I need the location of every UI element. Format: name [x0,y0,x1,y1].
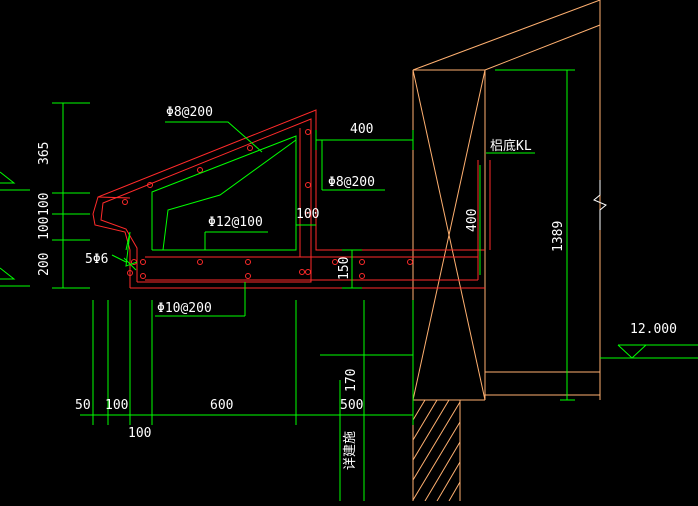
dim-below-100: 100 [128,426,151,441]
dim-left-200: 200 [37,253,52,276]
dim-web-100: 100 [296,207,319,222]
wall-hatch [412,399,461,502]
rebar-corner-label: 5Φ6 [85,252,108,267]
dim-bottom-50: 50 [75,398,91,413]
rebar-vertical-label: Φ8@200 [328,175,375,190]
rebar-lines [100,118,491,283]
dim-slab-150: 150 [337,257,352,280]
rebar-bottom-label: Φ10@200 [157,301,212,316]
dim-right-1389: 1389 [551,221,566,252]
rebar-dots [122,129,413,279]
dim-left-365: 365 [37,142,52,165]
rebar-middle-label: Φ12@100 [208,215,263,230]
beam-label: 梠底KL [490,138,532,154]
dim-left-100b: 100 [37,217,52,240]
dim-left-100a: 100 [37,193,52,216]
dim-bottom-500: 500 [340,398,363,413]
rebar-top-label: Φ8@200 [166,105,213,120]
detail-ref-label: 详建施 [343,431,358,470]
dim-bottom-100: 100 [105,398,128,413]
dim-height-170: 170 [344,369,359,392]
dim-beam-400: 400 [465,209,480,232]
dim-bottom-600: 600 [210,398,233,413]
roof-beam-structure [412,0,601,401]
break-symbol [593,180,607,230]
elevation-label: 12.000 [630,322,677,337]
dim-top-400: 400 [350,122,373,137]
annotations: Φ8@200 Φ8@200 Φ12@100 5Φ6 Φ10@200 梠底KL 1… [37,105,677,470]
green-lines [0,69,698,501]
